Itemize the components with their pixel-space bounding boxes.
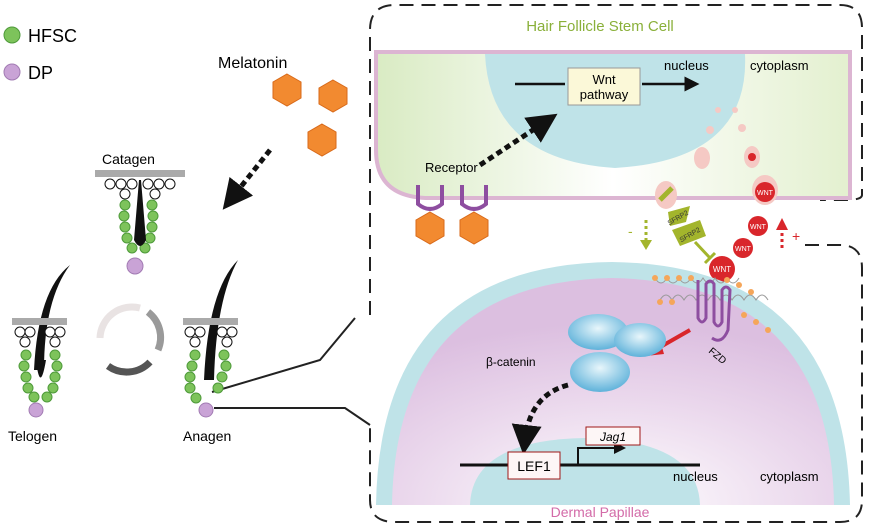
sfrp2-molecules: SFRP2 SFRP2: [667, 206, 717, 265]
minus-sign: -: [628, 223, 633, 239]
catagen-label: Catagen: [102, 151, 155, 167]
plus-sign: +: [792, 228, 800, 244]
melatonin-label: Melatonin: [218, 55, 287, 72]
inhibition-icon: [693, 240, 717, 265]
wnt-text: WNT: [713, 265, 731, 274]
hexagon-icon: [318, 79, 348, 113]
cycle-arrows-icon: [96, 303, 165, 376]
legend: HFSC DP: [3, 26, 77, 83]
beta-catenin-arrow: [511, 382, 569, 455]
hfsc-cell: Wnt pathway nucleus cytoplasm Receptor: [374, 50, 852, 200]
hfsc-title: Hair Follicle Stem Cell: [526, 18, 674, 35]
beta-catenin-complex: [568, 314, 666, 392]
pathway-label: pathway: [580, 87, 629, 102]
regulation-arrows: - +: [628, 218, 800, 250]
anagen-label: Anagen: [183, 428, 231, 444]
receptors: [415, 185, 489, 245]
wnt-pathway-box: [567, 67, 641, 106]
wnt-label: Wnt: [592, 72, 616, 87]
hexagon-icon: [307, 123, 337, 157]
legend-dp-label: DP: [28, 63, 53, 83]
hexagon-icon: [272, 73, 302, 107]
catagen-follicle: [95, 170, 185, 275]
beta-catenin-label: β-catenin: [486, 355, 536, 369]
telogen-label: Telogen: [8, 428, 57, 444]
melatonin-arrow: [222, 148, 272, 210]
legend-hfsc-label: HFSC: [28, 26, 77, 46]
wnt-text: WNT: [735, 246, 752, 253]
dp-title: Dermal Papillae: [551, 504, 650, 520]
transcription-arrow: [577, 442, 626, 465]
hexagon-icon: [459, 211, 489, 245]
telogen-follicle: [12, 265, 70, 418]
zoom-boundary: [369, 4, 863, 523]
lef1-box: [507, 451, 561, 480]
hexagon-icon: [415, 211, 445, 245]
wnt-text: WNT: [757, 190, 774, 197]
anagen-follicle: [183, 260, 238, 418]
fzd-receptor: [696, 279, 732, 342]
wnt-molecules: WNT WNT WNT WNT: [709, 182, 775, 282]
dp-cell: FZD β-catenin LEF1 Jag1 nucleus cytoplas…: [376, 262, 850, 505]
connector-lines: [211, 317, 371, 426]
hfsc-swatch: [3, 26, 21, 44]
jag1-box: [585, 426, 641, 446]
receptor-label: Receptor: [425, 160, 478, 175]
melatonin-hexagons: [272, 73, 348, 157]
wnt-text: WNT: [750, 224, 767, 231]
hfsc-cytoplasm-label: cytoplasm: [750, 58, 809, 73]
lef1-label: LEF1: [517, 458, 551, 474]
dp-nucleus-label: nucleus: [673, 469, 718, 484]
dp-swatch: [3, 63, 21, 81]
hfsc-nucleus-label: nucleus: [664, 58, 709, 73]
dp-cytoplasm-label: cytoplasm: [760, 469, 819, 484]
jag1-label: Jag1: [599, 430, 626, 444]
receptor-signal-arrow: [478, 113, 558, 168]
